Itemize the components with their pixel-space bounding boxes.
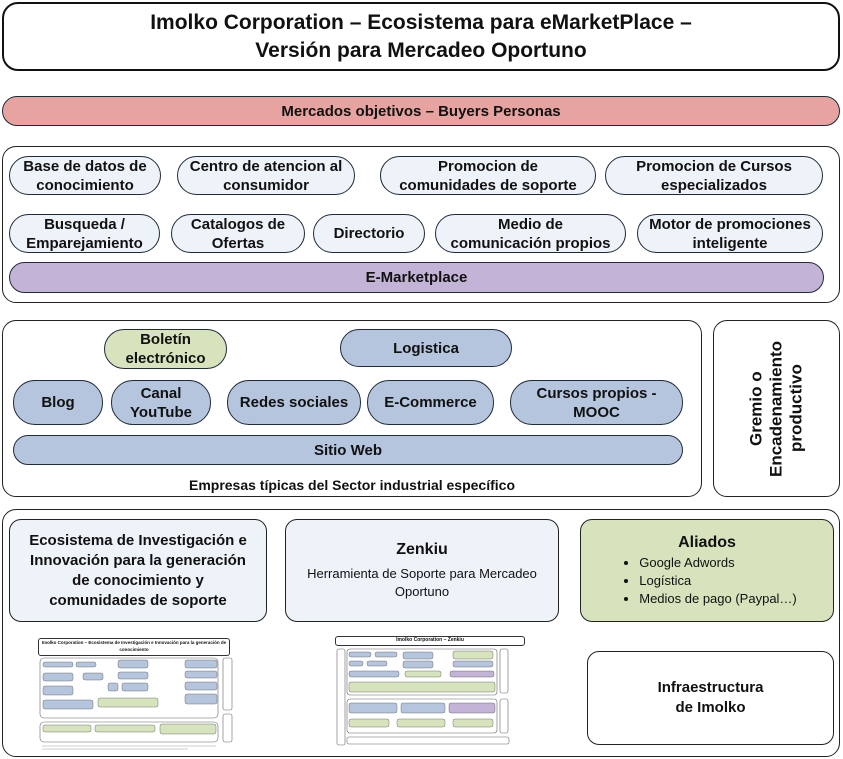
- promocion-comunidades-soporte: Promocion de comunidades de soporte: [380, 156, 596, 195]
- title-line-1: Imolko Corporation – Ecosistema para eMa…: [150, 10, 692, 34]
- motor-promociones-inteligente: Motor de promociones inteligente: [637, 214, 823, 253]
- buyers-personas-bar: Mercados objetivos – Buyers Personas: [2, 96, 840, 126]
- busqueda-emparejamiento: Busqueda / Emparejamiento: [9, 214, 160, 253]
- canal-youtube: Canal YouTube: [111, 380, 211, 425]
- title-line-2: Versión para Mercadeo Oportuno: [255, 38, 587, 62]
- promocion-cursos-especializados: Promocion de Cursos especializados: [605, 156, 823, 195]
- emarketplace-bar: E-Marketplace: [9, 262, 824, 293]
- aliados-list: Google Adwords Logística Medios de pago …: [617, 554, 797, 608]
- aliados-title: Aliados: [678, 533, 736, 551]
- thumbnail-ecosistema-title: Imolko Corporation – Ecosistema de Inves…: [38, 638, 230, 656]
- aliados-box: Aliados Google Adwords Logística Medios …: [580, 519, 834, 622]
- logistica: Logistica: [340, 329, 512, 367]
- cursos-propios-mooc: Cursos propios - MOOC: [510, 380, 683, 425]
- thumbnail-zenkiu-graphic: [336, 648, 510, 746]
- thumbnail-zenkiu-title: Imolko Corporation – Zenkiu: [335, 636, 525, 646]
- base-datos-conocimiento: Base de datos de conocimiento: [9, 156, 161, 195]
- directorio: Directorio: [313, 214, 425, 253]
- aliado-item: Logística: [639, 572, 797, 590]
- aliado-item: Google Adwords: [639, 554, 797, 572]
- e-commerce: E-Commerce: [367, 380, 494, 425]
- zenkiu-box: Zenkiu Herramienta de Soporte para Merca…: [285, 519, 559, 622]
- gremio-panel: [713, 320, 840, 497]
- redes-sociales: Redes sociales: [227, 380, 361, 425]
- zenkiu-subtitle: Herramienta de Soporte para Mercadeo Opo…: [307, 565, 537, 599]
- thumbnail-ecosistema: Imolko Corporation – Ecosistema de Inves…: [38, 638, 234, 752]
- zenkiu-title: Zenkiu: [396, 540, 448, 558]
- thumbnail-ecosistema-graphic: [39, 657, 233, 750]
- boletin-electronico: Boletín electrónico: [104, 329, 227, 369]
- diagram-title: Imolko Corporation – Ecosistema para eMa…: [2, 2, 840, 71]
- sitio-web-bar: Sitio Web: [13, 435, 683, 465]
- thumbnail-zenkiu: Imolko Corporation – Zenkiu: [335, 636, 525, 751]
- medio-comunicacion-propios: Medio de comunicación propios: [435, 214, 626, 253]
- gremio-label: Gremio o Encadenamiento productivo: [746, 340, 806, 477]
- catalogos-ofertas: Catalogos de Ofertas: [171, 214, 305, 253]
- ecosistema-investigacion: Ecosistema de Investigación e Innovación…: [9, 519, 267, 622]
- blog: Blog: [13, 380, 103, 425]
- infraestructura-imolko: Infraestructura de Imolko: [587, 651, 834, 745]
- empresas-caption: Empresas típicas del Sector industrial e…: [188, 477, 515, 493]
- centro-atencion-consumidor: Centro de atencion al consumidor: [177, 156, 355, 195]
- aliado-item: Medios de pago (Paypal…): [639, 590, 797, 608]
